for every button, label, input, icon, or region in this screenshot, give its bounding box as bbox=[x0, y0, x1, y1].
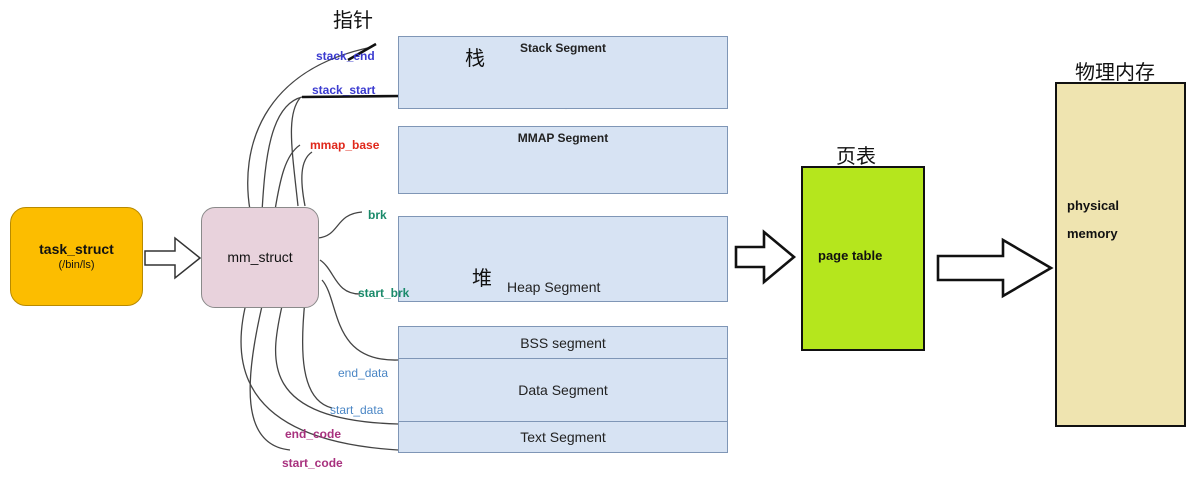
mm-struct-box: mm_struct bbox=[201, 207, 319, 308]
pointer-stack-start: stack_start bbox=[312, 83, 376, 97]
heap-segment-label: Heap Segment bbox=[507, 279, 601, 295]
curve-mmap-base bbox=[274, 144, 301, 211]
physical-memory-cn-label: 物理内存 bbox=[1075, 60, 1155, 84]
pointer-title: 指针 bbox=[333, 8, 373, 32]
physical-memory-box: physical memory bbox=[1055, 82, 1186, 427]
page-table-cn-label: 页表 bbox=[836, 144, 876, 168]
pointer-start-code: start_code bbox=[282, 456, 343, 470]
page-table-label: page table bbox=[818, 248, 883, 263]
curve-outer bbox=[240, 295, 399, 451]
curve-brk bbox=[317, 211, 363, 239]
physical-memory-line1: physical bbox=[1067, 198, 1120, 213]
curve-start-data bbox=[301, 299, 333, 409]
curve-mmap-inner bbox=[301, 151, 313, 207]
arrow-task-to-mm bbox=[144, 236, 202, 280]
text-segment: Text Segment bbox=[398, 421, 728, 453]
stack-cn-label: 栈 bbox=[465, 46, 485, 70]
curve-start-brk bbox=[319, 259, 361, 295]
curve-stack-inner bbox=[290, 97, 301, 207]
arrow-segments-to-pagetable bbox=[734, 229, 797, 285]
heap-segment: Heap Segment bbox=[398, 216, 728, 302]
pointer-end-data: end_data bbox=[338, 366, 389, 380]
pointer-stack-end: stack_end bbox=[316, 49, 375, 63]
mmap-segment: MMAP Segment bbox=[398, 126, 728, 194]
stack-segment: Stack Segment bbox=[398, 36, 728, 109]
stack-start-marker bbox=[301, 94, 403, 99]
stack-end-marker bbox=[347, 42, 377, 62]
data-segment-label: Data Segment bbox=[518, 382, 608, 398]
mmap-segment-label: MMAP Segment bbox=[517, 131, 609, 145]
mm-struct-label: mm_struct bbox=[227, 249, 293, 265]
curve-stack-end bbox=[247, 46, 373, 211]
heap-cn-label: 堆 bbox=[472, 266, 492, 290]
curve-end-code bbox=[275, 305, 399, 425]
data-segment: Data Segment bbox=[398, 358, 728, 422]
bss-segment-label: BSS segment bbox=[520, 335, 606, 351]
bss-segment: BSS segment bbox=[398, 326, 728, 359]
text-segment-label: Text Segment bbox=[520, 429, 606, 445]
pointer-start-data: start_data bbox=[330, 403, 384, 417]
pointer-brk: brk bbox=[368, 208, 387, 222]
curve-stack-start bbox=[261, 96, 303, 213]
task-struct-box: task_struct (/bin/ls) bbox=[10, 207, 143, 306]
stack-segment-label: Stack Segment bbox=[519, 41, 607, 55]
task-struct-label: task_struct bbox=[39, 241, 114, 257]
pointer-end-code: end_code bbox=[285, 427, 342, 441]
page-table-box: page table bbox=[801, 166, 925, 351]
pointer-mmap-base: mmap_base bbox=[310, 138, 380, 152]
curve-start-code bbox=[249, 305, 291, 451]
task-struct-sub: (/bin/ls) bbox=[58, 259, 95, 271]
pointer-start-brk: start_brk bbox=[358, 286, 410, 300]
curve-end-data bbox=[321, 279, 399, 361]
arrow-pagetable-to-physical bbox=[936, 237, 1054, 299]
physical-memory-line2: memory bbox=[1067, 226, 1118, 241]
